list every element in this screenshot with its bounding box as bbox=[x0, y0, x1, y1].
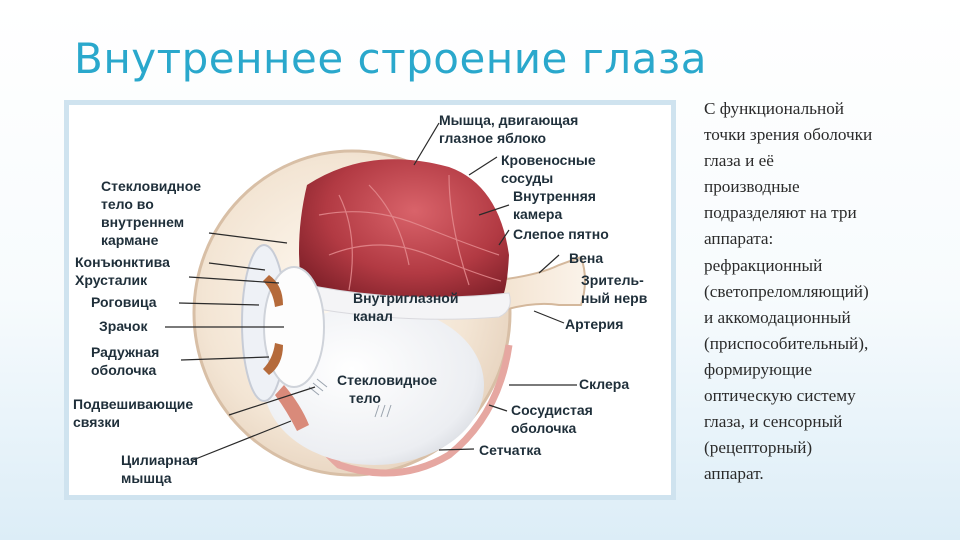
label-optic-nerve-l1: Зритель- bbox=[581, 272, 644, 288]
label-cornea: Роговица bbox=[91, 294, 157, 310]
label-ciliary-l2: мышца bbox=[121, 470, 172, 486]
inner-chamber-red bbox=[299, 159, 509, 308]
label-iris-l2: оболочка bbox=[91, 362, 156, 378]
label-choroid-l1: Сосудистая bbox=[511, 402, 593, 418]
label-sclera: Склера bbox=[579, 376, 629, 392]
label-pupil: Зрачок bbox=[99, 318, 148, 334]
label-vein: Вена bbox=[569, 250, 603, 266]
label-choroid-l2: оболочка bbox=[511, 420, 576, 436]
blood-vessels bbox=[318, 174, 502, 291]
leader-lines bbox=[165, 122, 577, 461]
label-vitreous-pocket-l2: тело во bbox=[101, 196, 154, 212]
label-iris-l1: Радужная bbox=[91, 344, 159, 360]
label-muscle-l1: Мышца, двигающая bbox=[439, 112, 578, 128]
intraocular-canal-shape bbox=[294, 282, 511, 320]
label-inner-chamber-l1: Внутренняя bbox=[513, 188, 596, 204]
label-suspensory-l1: Подвешивающие bbox=[73, 396, 193, 412]
label-vitreous-body-l1: Стекловидное bbox=[337, 372, 437, 388]
eyeball bbox=[192, 149, 586, 477]
slide-title: Внутреннее строение глаза bbox=[74, 34, 707, 83]
label-vessels-l1: Кровеносные bbox=[501, 152, 596, 168]
label-vitreous-pocket-l1: Стекловидное bbox=[101, 178, 201, 194]
label-intraocular-canal-l2: канал bbox=[353, 308, 393, 324]
ciliary-muscle-shape bbox=[275, 385, 309, 431]
label-vitreous-pocket-l3: внутреннем bbox=[101, 214, 184, 230]
eye-diagram: Мышца, двигающая глазное яблоко Кровенос… bbox=[73, 112, 648, 486]
label-vitreous-body-l2: тело bbox=[349, 390, 381, 406]
label-blind-spot: Слепое пятно bbox=[513, 226, 609, 242]
slide-body-text: С функциональной точки зрения оболочки г… bbox=[704, 99, 873, 484]
iris-shape-lower bbox=[263, 343, 283, 375]
label-ciliary-l1: Цилиарная bbox=[121, 452, 198, 468]
label-suspensory-l2: связки bbox=[73, 414, 120, 430]
label-optic-nerve-l2: ный нерв bbox=[581, 290, 648, 306]
label-retina: Сетчатка bbox=[479, 442, 541, 458]
eye-diagram-frame: Мышца, двигающая глазное яблоко Кровенос… bbox=[64, 100, 676, 500]
label-inner-chamber-l2: камера bbox=[513, 206, 562, 222]
label-vessels-l2: сосуды bbox=[501, 170, 553, 186]
label-muscle-l2: глазное яблоко bbox=[439, 130, 546, 146]
label-conjunctiva: Конъюнктива bbox=[75, 254, 170, 270]
label-vitreous-pocket-l4: кармане bbox=[101, 232, 159, 248]
label-intraocular-canal-l1: Внутриглазной bbox=[353, 290, 458, 306]
label-lens: Хрусталик bbox=[75, 272, 148, 288]
label-artery: Артерия bbox=[565, 316, 623, 332]
iris-shape bbox=[263, 275, 283, 307]
optic-nerve-shape bbox=[497, 255, 586, 313]
